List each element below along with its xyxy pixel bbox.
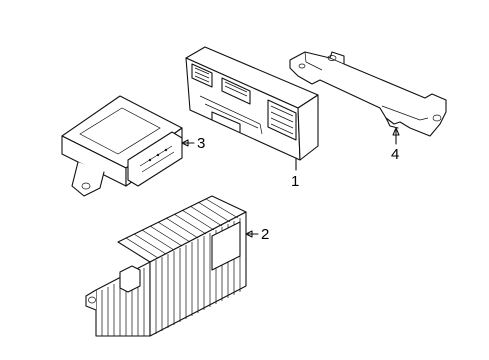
small-module-3 xyxy=(61,95,195,197)
ribbed-module-2 xyxy=(85,195,259,337)
callout-label-2: 2 xyxy=(261,226,269,243)
mounting-bracket-4 xyxy=(289,51,447,145)
callout-label-1: 1 xyxy=(291,173,299,190)
callout-label-3: 3 xyxy=(197,135,205,152)
control-module-1 xyxy=(185,46,319,171)
callout-label-4: 4 xyxy=(391,146,399,163)
